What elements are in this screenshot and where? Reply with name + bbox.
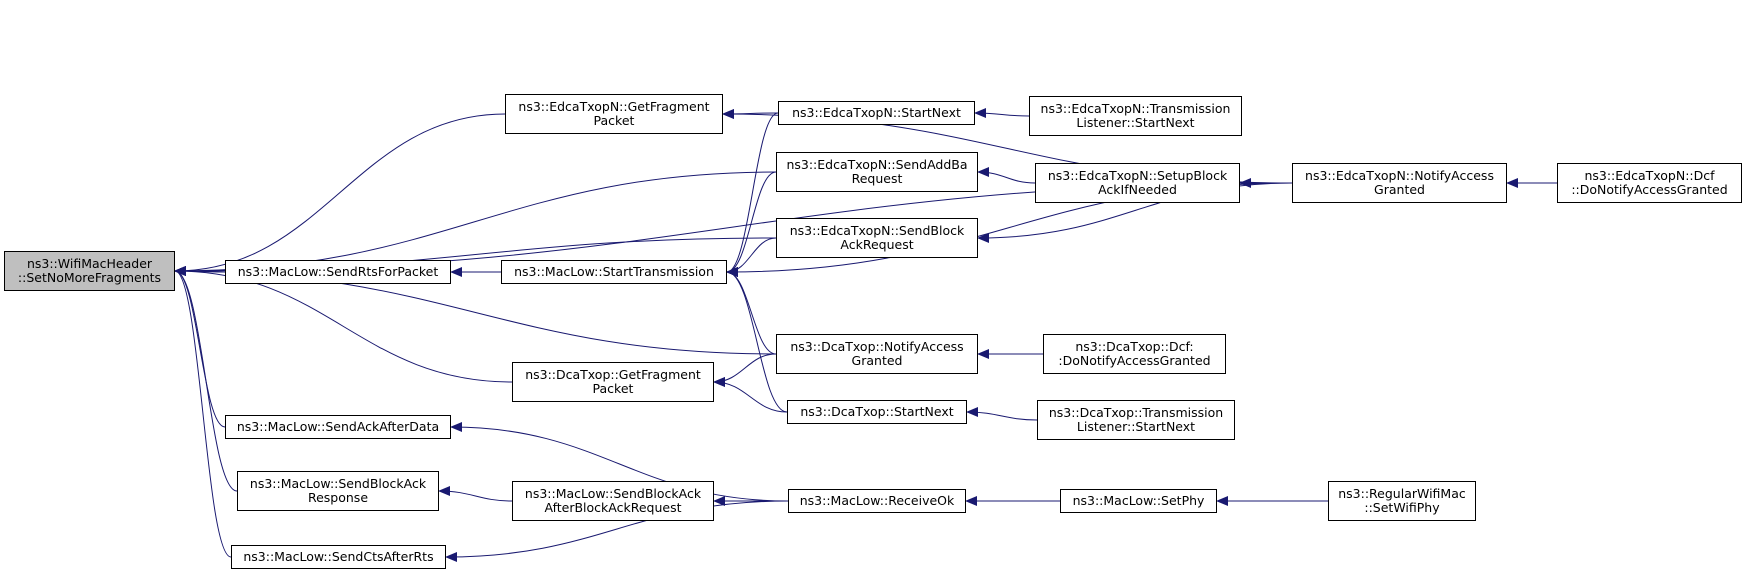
node-dcatxop-startnext[interactable]: ns3::DcaTxop::StartNext bbox=[787, 400, 967, 424]
node-maclow-sendrtsforpacket[interactable]: ns3::MacLow::SendRtsForPacket bbox=[225, 260, 451, 284]
node-label-line: AckIfNeeded bbox=[1098, 182, 1177, 197]
node-label-line: Packet bbox=[592, 381, 634, 396]
node-label-line: ns3::DcaTxop::StartNext bbox=[800, 404, 954, 419]
node-wifimacheader-setnomorefragments: ns3::WifiMacHeader::SetNoMoreFragments bbox=[4, 251, 175, 291]
node-maclow-sendackafterdata[interactable]: ns3::MacLow::SendAckAfterData bbox=[225, 415, 451, 439]
call-edge bbox=[713, 377, 788, 413]
node-label-line: ns3::WifiMacHeader bbox=[26, 256, 153, 271]
node-edcatxopn-startnext[interactable]: ns3::EdcaTxopN::StartNext bbox=[778, 101, 975, 125]
node-label-line: Response bbox=[307, 490, 369, 505]
node-dcatxop-dcf-donotifyaccessgranted[interactable]: ns3::DcaTxop::Dcf::DoNotifyAccessGranted bbox=[1043, 334, 1226, 374]
node-label-line: ns3::EdcaTxopN::SetupBlock bbox=[1047, 168, 1228, 183]
node-label-line: ns3::DcaTxop::Transmission bbox=[1048, 405, 1224, 420]
node-label-line: ns3::EdcaTxopN::SendBlock bbox=[789, 223, 965, 238]
node-label-line: ns3::EdcaTxopN::NotifyAccess bbox=[1305, 168, 1494, 183]
call-edge bbox=[174, 266, 238, 492]
node-regularwifimac-setwifiphy[interactable]: ns3::RegularWifiMac::SetWifiPhy bbox=[1328, 481, 1476, 521]
node-label-line: ns3::MacLow::SendAckAfterData bbox=[236, 419, 440, 434]
call-edge bbox=[977, 182, 1293, 243]
call-edge bbox=[726, 237, 777, 277]
node-label-line: ::DoNotifyAccessGranted bbox=[1571, 182, 1728, 197]
call-edge bbox=[445, 500, 789, 562]
call-edge bbox=[174, 266, 513, 383]
node-label-line: Listener::StartNext bbox=[1076, 419, 1196, 434]
call-edge bbox=[977, 167, 1036, 184]
node-label-line: ns3::MacLow::SendRtsForPacket bbox=[237, 264, 439, 279]
node-edcatxopn-dcf-donotifyaccessgranted[interactable]: ns3::EdcaTxopN::Dcf::DoNotifyAccessGrant… bbox=[1557, 163, 1742, 203]
node-label-line: ns3::EdcaTxopN::Transmission bbox=[1040, 101, 1231, 116]
node-label-line: Granted bbox=[1374, 182, 1425, 197]
node-label-line: Granted bbox=[851, 353, 903, 368]
call-edge bbox=[174, 171, 777, 276]
node-label-line: Request bbox=[851, 171, 903, 186]
node-maclow-sendctsafterrts[interactable]: ns3::MacLow::SendCtsAfterRts bbox=[231, 545, 446, 569]
node-label-line: ns3::EdcaTxopN::Dcf bbox=[1584, 168, 1715, 183]
call-edge bbox=[438, 486, 513, 502]
node-label-line: ns3::EdcaTxopN::SendAddBa bbox=[786, 157, 968, 172]
call-edge bbox=[726, 267, 788, 413]
call-edge bbox=[450, 422, 789, 502]
node-label-line: ns3::DcaTxop::NotifyAccess bbox=[790, 339, 964, 354]
call-edge bbox=[966, 407, 1038, 421]
node-label-line: ::SetNoMoreFragments bbox=[17, 270, 162, 285]
call-edge bbox=[174, 266, 226, 428]
call-edge bbox=[974, 108, 1030, 119]
node-label-line: AfterBlockAckRequest bbox=[544, 500, 682, 515]
node-label-line: ns3::DcaTxop::GetFragment bbox=[525, 367, 701, 382]
node-label-line: ns3::EdcaTxopN::GetFragment bbox=[518, 99, 710, 114]
node-label-line: ns3::MacLow::SendCtsAfterRts bbox=[243, 549, 434, 564]
call-edge bbox=[713, 353, 777, 387]
node-label-line: Packet bbox=[593, 113, 635, 128]
node-maclow-receiveok[interactable]: ns3::MacLow::ReceiveOk bbox=[788, 489, 966, 513]
call-edge bbox=[174, 113, 506, 276]
node-label-line: ns3::MacLow::ReceiveOk bbox=[799, 493, 955, 508]
node-label-line: AckRequest bbox=[840, 237, 914, 252]
node-maclow-setphy[interactable]: ns3::MacLow::SetPhy bbox=[1060, 489, 1217, 513]
node-maclow-starttransmission[interactable]: ns3::MacLow::StartTransmission bbox=[501, 260, 727, 284]
node-label-line: Listener::StartNext bbox=[1076, 115, 1195, 130]
node-label-line: ns3::RegularWifiMac bbox=[1338, 486, 1466, 501]
call-edge bbox=[726, 267, 777, 355]
node-label-line: ::SetWifiPhy bbox=[1364, 500, 1440, 515]
node-label-line: ns3::MacLow::StartTransmission bbox=[514, 264, 714, 279]
node-label-line: ns3::MacLow::SendBlockAck bbox=[524, 486, 702, 501]
call-edge bbox=[174, 266, 232, 558]
node-label-line: ns3::EdcaTxopN::StartNext bbox=[792, 105, 961, 120]
node-label-line: ns3::MacLow::SetPhy bbox=[1072, 493, 1205, 508]
call-edge bbox=[726, 112, 779, 277]
node-label-line: :DoNotifyAccessGranted bbox=[1058, 353, 1211, 368]
node-label-line: ns3::MacLow::SendBlockAck bbox=[249, 476, 427, 491]
node-label-line: ns3::DcaTxop::Dcf: bbox=[1075, 339, 1194, 354]
